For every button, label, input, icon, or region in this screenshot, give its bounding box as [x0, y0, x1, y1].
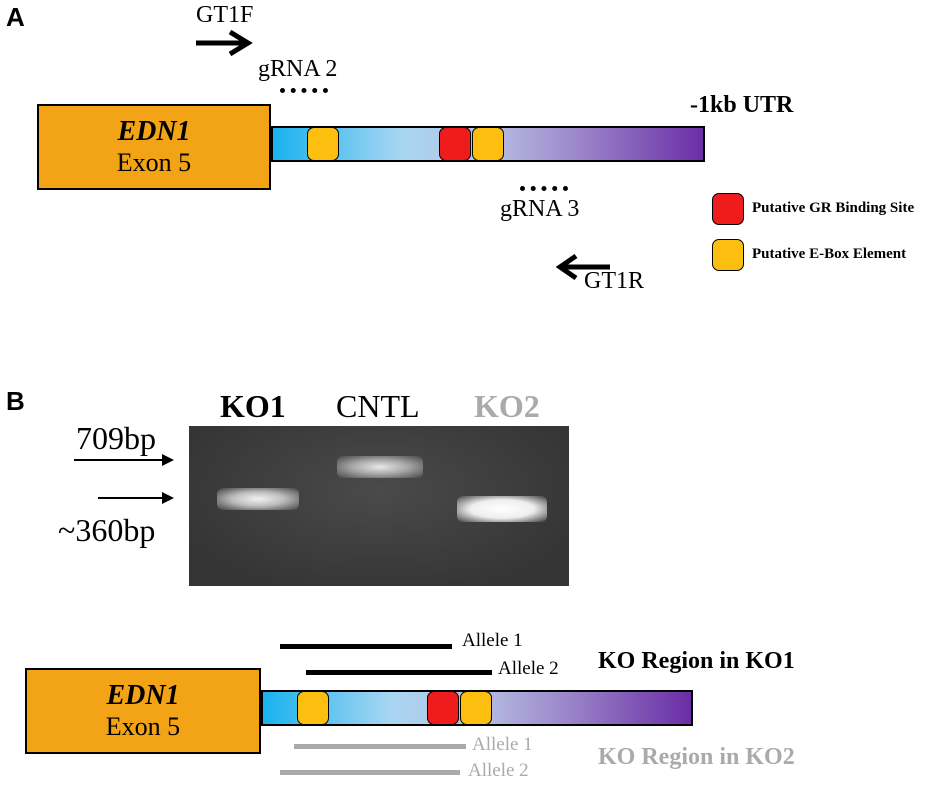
lane-label-ko1: KO1 [220, 388, 286, 424]
ko1-allele2-line [306, 670, 492, 675]
ko2-allele1-label: Allele 1 [472, 734, 533, 755]
lane-label-ko2: KO2 [474, 388, 540, 424]
reverse-arrow-icon [556, 254, 610, 280]
marker-360bp-label: ~360bp [58, 512, 156, 548]
exon5-box-a: EDN1 Exon 5 [37, 104, 271, 190]
utr-label: -1kb UTR [690, 92, 794, 118]
marker-709bp-label: 709bp [76, 420, 156, 456]
ebox-site-1-b [297, 691, 329, 725]
ko1-allele1-line [280, 644, 452, 649]
primer-reverse-label: GT1R [584, 268, 644, 294]
gel-band-cntl [337, 456, 423, 478]
grna2-marker [280, 88, 328, 93]
exon5-box-b: EDN1 Exon 5 [25, 668, 261, 754]
grna3-marker [520, 186, 568, 191]
forward-arrow-icon [196, 30, 253, 56]
ebox-site-2-b [460, 691, 492, 725]
grna3-label: gRNA 3 [500, 196, 580, 222]
panel-a-letter: A [6, 2, 25, 32]
lane-label-cntl: CNTL [336, 388, 420, 424]
legend-ebox-swatch [712, 239, 744, 271]
ko1-allele2-label: Allele 2 [498, 658, 559, 679]
exon-gene-name-b: EDN1 [106, 680, 180, 711]
ebox-site-2-a [472, 127, 504, 161]
ko2-allele2-line [280, 770, 460, 775]
ko2-allele1-line [294, 744, 466, 749]
marker-709bp-arrow-icon [74, 454, 174, 466]
legend-gr-swatch [712, 193, 744, 225]
exon-number: Exon 5 [116, 148, 192, 177]
ko2-allele2-label: Allele 2 [468, 760, 529, 781]
exon-gene-name: EDN1 [117, 116, 191, 147]
gel-band-ko1 [217, 488, 299, 510]
marker-360bp-arrow-icon [98, 492, 174, 504]
legend-ebox-label: Putative E-Box Element [752, 246, 907, 262]
ko1-region-title: KO Region in KO1 [598, 648, 795, 674]
agarose-gel-image [189, 426, 569, 586]
gel-band-ko2 [457, 496, 547, 522]
grna2-label: gRNA 2 [258, 56, 338, 82]
ebox-site-1-a [307, 127, 339, 161]
exon-number-b: Exon 5 [105, 712, 181, 741]
gr-binding-site-b [427, 691, 459, 725]
panel-b-letter: B [6, 386, 25, 416]
legend-gr-label: Putative GR Binding Site [752, 200, 915, 216]
ko2-region-title: KO Region in KO2 [598, 744, 795, 770]
ko1-allele1-label: Allele 1 [462, 630, 523, 651]
primer-forward-label: GT1F [196, 2, 254, 28]
gr-binding-site-a [439, 127, 471, 161]
